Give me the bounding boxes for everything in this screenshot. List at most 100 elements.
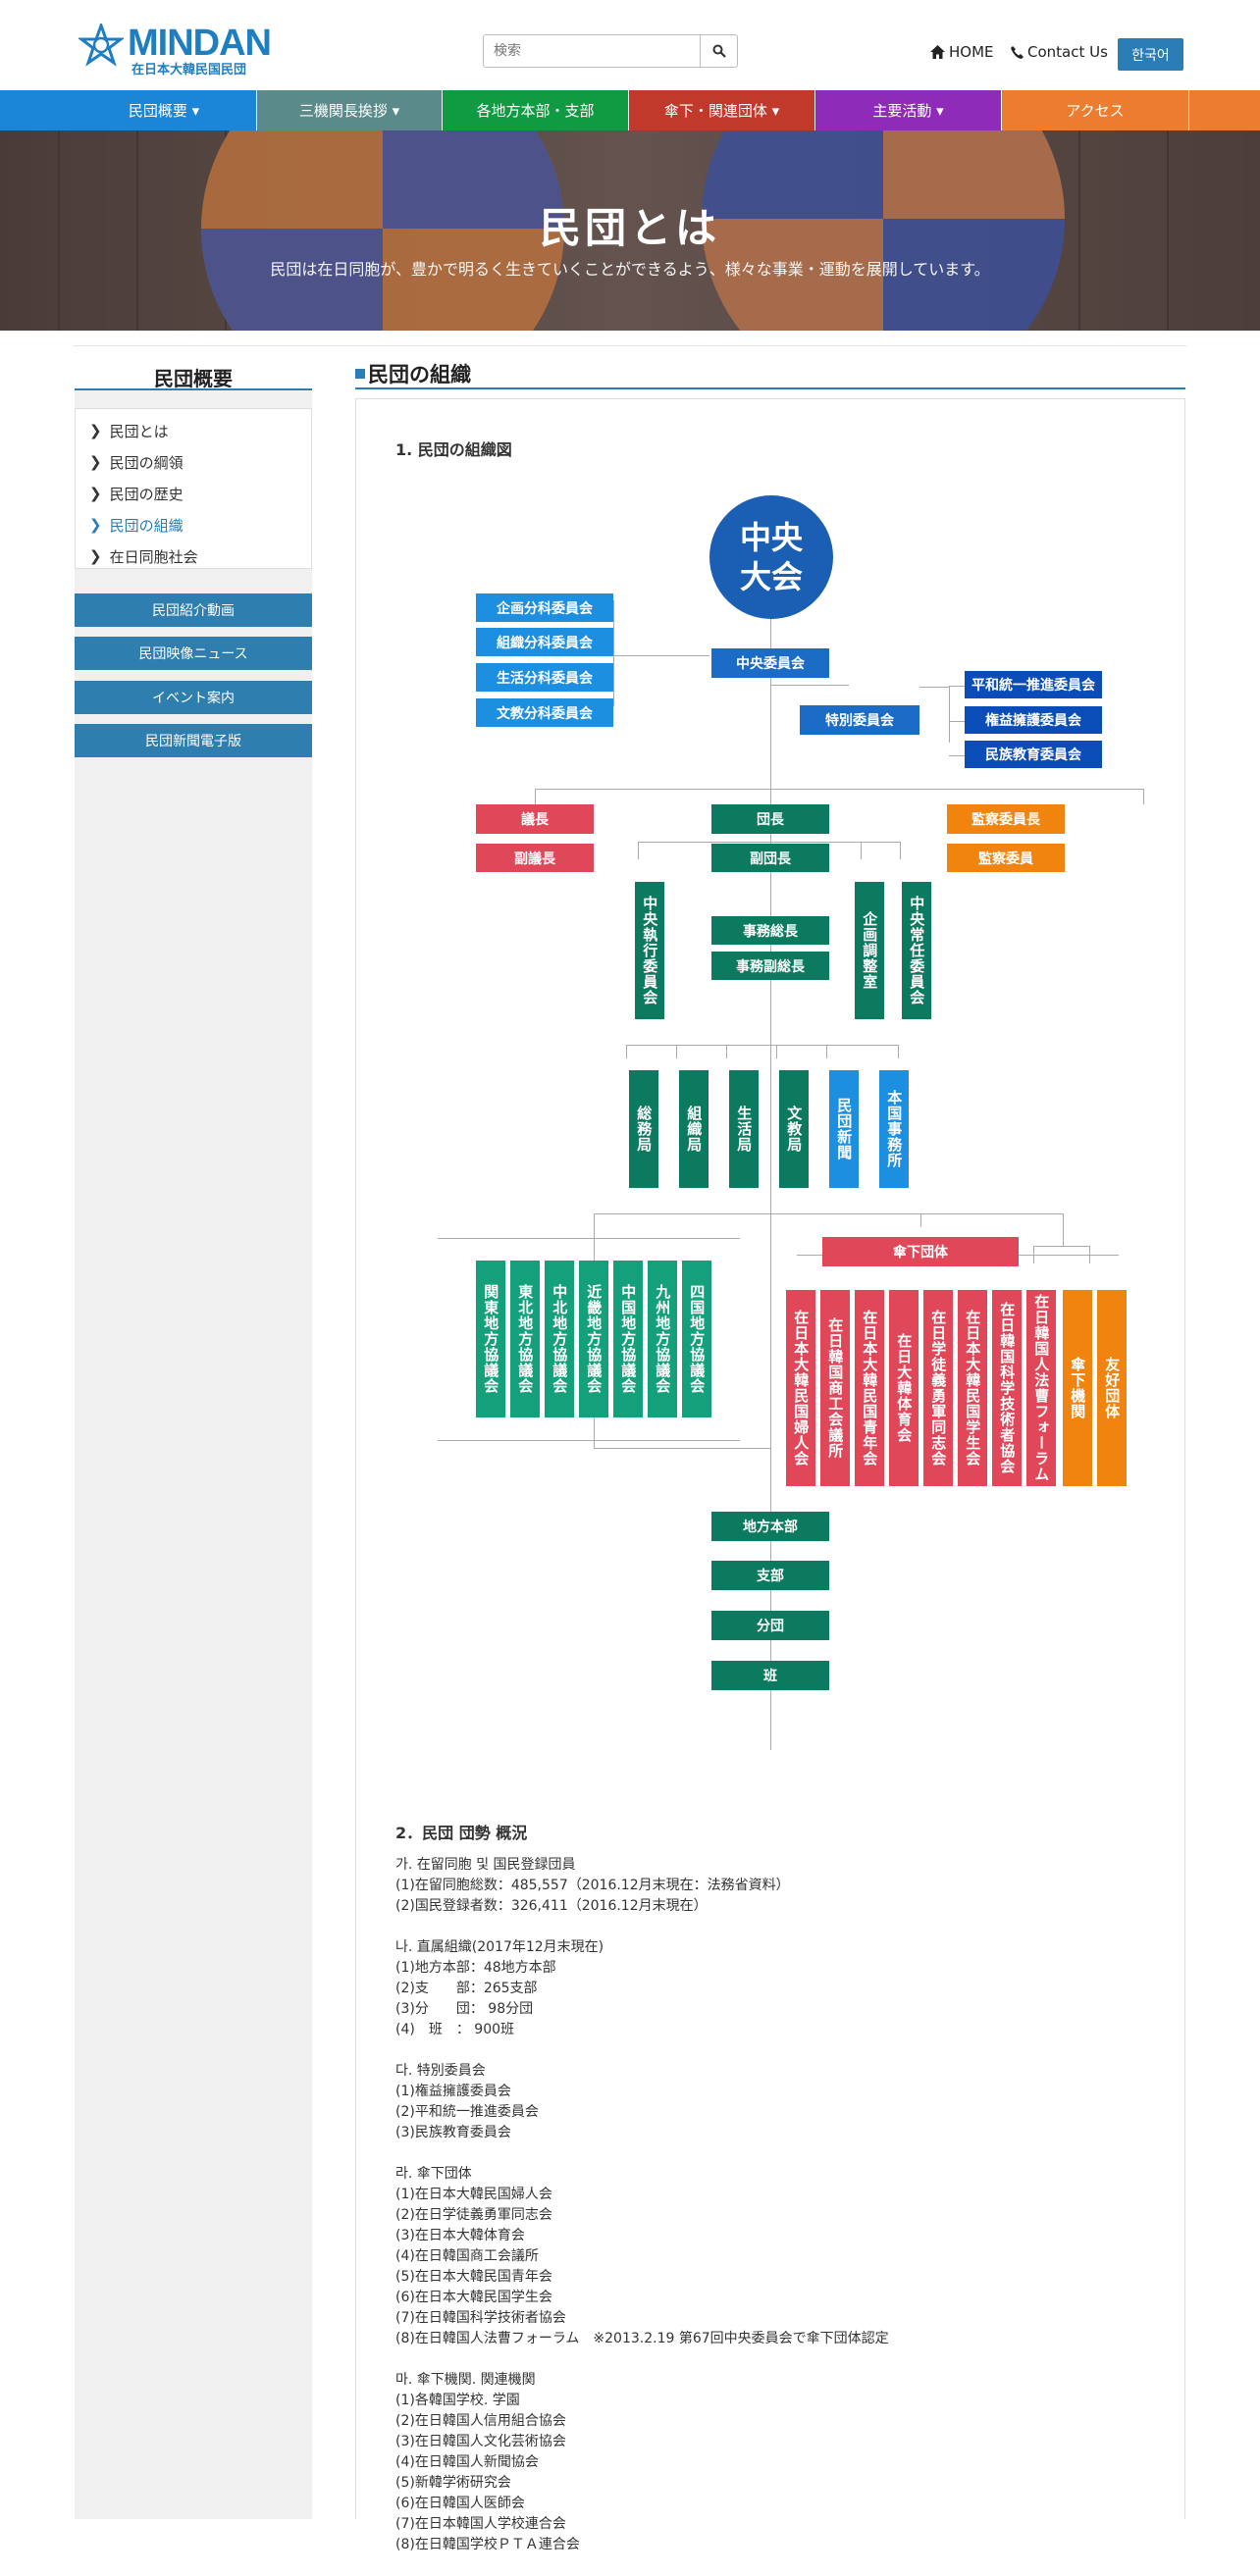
affiliate-org-node: 在日韓国商工会議所	[820, 1290, 850, 1486]
stats-line: (4)在日韓国商工会議所	[395, 2248, 539, 2264]
stats-heading: 가. 在留同胞 및 国民登録団員	[395, 1857, 576, 1873]
section-heading-org-chart: 1. 民団の組織図	[395, 440, 512, 459]
newspaper-node: 民団新聞	[829, 1070, 859, 1188]
vice-president-node: 副団長	[711, 844, 829, 872]
connector	[770, 842, 900, 843]
content-panel: 1. 民団の組織図	[355, 398, 1185, 2552]
contact-link-label: Contact Us	[1027, 43, 1108, 61]
nav-item-affiliates[interactable]: 傘下・関連団体 ▾	[629, 90, 814, 130]
hero-subtitle: 民団は在日同胞が、豊かで明るく生きていくことができるよう、様々な事業・運動を展開…	[270, 260, 990, 279]
nav-item-greetings[interactable]: 三機関長挨拶 ▾	[257, 90, 442, 130]
sidebar-item-platform[interactable]: ❯民団の綱領	[89, 446, 297, 478]
chevron-right-icon: ❯	[89, 516, 102, 534]
video-news-button[interactable]: 民団映像ニュース	[75, 637, 312, 670]
bureau-node: 生活局	[729, 1070, 759, 1188]
chair-node: 議長	[476, 804, 594, 834]
affiliate-agency-node: 傘下機関	[1063, 1290, 1092, 1486]
contact-link[interactable]: Contact Us	[1011, 43, 1108, 61]
connector	[770, 685, 849, 686]
mindan-logo[interactable]: MINDAN 在日本大韓民国民団	[79, 24, 272, 77]
nav-item-activities[interactable]: 主要活動 ▾	[815, 90, 1001, 130]
connector	[626, 1045, 627, 1058]
korean-language-button[interactable]: 한국어	[1118, 38, 1183, 71]
audit-chair-node: 監察委員長	[947, 804, 1065, 834]
connector	[919, 687, 949, 688]
hero-banner: 民団とは 民団は在日同胞が、豊かで明るく生きていくことができるよう、様々な事業・…	[0, 130, 1260, 331]
connector	[626, 1045, 899, 1046]
stats-group: 다. 特別委員会 (1)権益擁護委員会 (2)平和統一推進委員会 (3)民族教育…	[395, 2061, 889, 2143]
stats-line: (7)在日韓国科学技術者協会	[395, 2310, 566, 2326]
secretary-general-node: 事務総長	[711, 916, 829, 945]
bureau-node: 文教局	[779, 1070, 809, 1188]
stats-group: 가. 在留同胞 및 国民登録団員 (1)在留同胞総数：485,557（2016.…	[395, 1855, 889, 1917]
stats-line: (8)在日韓国人法曹フォーラム ※2013.2.19 第67回中央委員会で傘下団…	[395, 2331, 889, 2346]
search-button[interactable]	[700, 35, 737, 67]
stats-line: (4) 班 ： 900班	[395, 2022, 515, 2037]
regional-council-node: 四国地方協議会	[682, 1261, 711, 1417]
stats-line: (3)在日本大韓体育会	[395, 2228, 525, 2243]
committee-node: 組織分科委員会	[476, 628, 613, 656]
connector	[726, 1045, 727, 1058]
connector	[1143, 789, 1144, 804]
stats-line: (2)国民登録者数：326,411（2016.12月末現在）	[395, 1898, 708, 1914]
connector	[1089, 1246, 1090, 1263]
stats-line: (1)権益擁護委員会	[395, 2084, 511, 2099]
sidebar-item-history[interactable]: ❯民団の歴史	[89, 478, 297, 509]
stats-line: (1)地方本部：48地方本部	[395, 1960, 556, 1976]
sidebar-item-label: 民団の歴史	[109, 485, 184, 503]
affiliate-org-node: 在日韓国人法曹フォーラム	[1026, 1290, 1056, 1486]
page-title: 民団の組織	[355, 359, 471, 388]
nav-item-overview[interactable]: 民団概要 ▾	[72, 90, 256, 130]
connector	[898, 1045, 899, 1058]
standing-committee-node: 中央常任委員会	[902, 882, 931, 1019]
video-button[interactable]: 民団紹介動画	[75, 593, 312, 627]
home-link[interactable]: HOME	[930, 43, 994, 61]
events-button[interactable]: イベント案内	[75, 681, 312, 714]
stats-group: 라. 傘下団体 (1)在日本大韓民国婦人会 (2)在日学徒義勇軍同志会 (3)在…	[395, 2164, 889, 2349]
connector	[438, 1440, 740, 1441]
stats-line: (2)平和統一推進委員会	[395, 2104, 539, 2120]
connector	[949, 755, 972, 756]
connector	[949, 721, 972, 722]
deputy-secretary-node: 事務副総長	[711, 952, 829, 980]
stats-line: (1)各韓国学校. 学園	[395, 2393, 520, 2408]
branch-node: 支部	[711, 1561, 829, 1590]
nav-item-branches[interactable]: 各地方本部・支部	[443, 90, 628, 130]
connector	[594, 1448, 770, 1449]
page-title-text: 民団の組織	[368, 363, 471, 386]
connector	[770, 531, 771, 1750]
stats-line: (7)在日本韓国人学校連合会	[395, 2516, 566, 2532]
regional-council-node: 中北地方協議会	[545, 1261, 574, 1417]
sidebar-item-community[interactable]: ❯ 在日同胞社会	[89, 541, 297, 572]
sidebar-title-underline	[75, 388, 312, 390]
sidebar-item-organization[interactable]: ❯民団の組織	[89, 509, 297, 541]
committee-node: 民族教育委員会	[965, 741, 1102, 768]
hero-background-image	[0, 130, 1260, 331]
newspaper-button[interactable]: 民団新聞電子版	[75, 724, 312, 757]
site-header: MINDAN 在日本大韓民国民団 HOME Contact Us 한국어	[0, 0, 1260, 90]
sidebar-item-label: 在日同胞社会	[109, 547, 198, 566]
search-input[interactable]	[484, 35, 700, 67]
logo-wordmark: MINDAN	[128, 23, 272, 64]
stats-line: (1)在日本大韓民国婦人会	[395, 2187, 552, 2202]
committee-node: 生活分科委員会	[476, 663, 613, 692]
sidebar-item-label: 民団の綱領	[109, 453, 184, 472]
connector	[638, 842, 862, 843]
chevron-right-icon: ❯	[89, 547, 102, 565]
regional-council-node: 関東地方協議会	[476, 1261, 505, 1417]
chevron-right-icon: ❯	[89, 422, 102, 439]
committee-node: 平和統一推進委員会	[965, 671, 1102, 698]
sidebar: 民団概要 ❯民団とは ❯民団の綱領 ❯民団の歴史 ❯民団の組織 ❯在日同胞社会 …	[75, 363, 312, 2519]
connector	[949, 686, 972, 687]
regional-council-node: 近畿地方協議会	[579, 1261, 608, 1417]
connector	[900, 842, 901, 859]
regional-council-node: 中国地方協議会	[613, 1261, 643, 1417]
stats-line: (8)在日韓国学校ＰＴＡ連合会	[395, 2537, 580, 2552]
stats-heading: 라. 傘下団体	[395, 2166, 472, 2182]
affiliate-org-node: 在日学徒義勇軍同志会	[923, 1290, 953, 1486]
sidebar-menu: ❯民団とは ❯民団の綱領 ❯民団の歴史 ❯民団の組織 ❯在日同胞社会	[75, 408, 312, 569]
nav-item-access[interactable]: アクセス	[1002, 90, 1188, 130]
stats-line: (3)分 団： 98分団	[395, 2001, 534, 2017]
sidebar-item-about[interactable]: ❯民団とは	[89, 415, 297, 446]
stats-line: (1)在留同胞総数：485,557（2016.12月末現在：法務省資料）	[395, 1878, 790, 1893]
